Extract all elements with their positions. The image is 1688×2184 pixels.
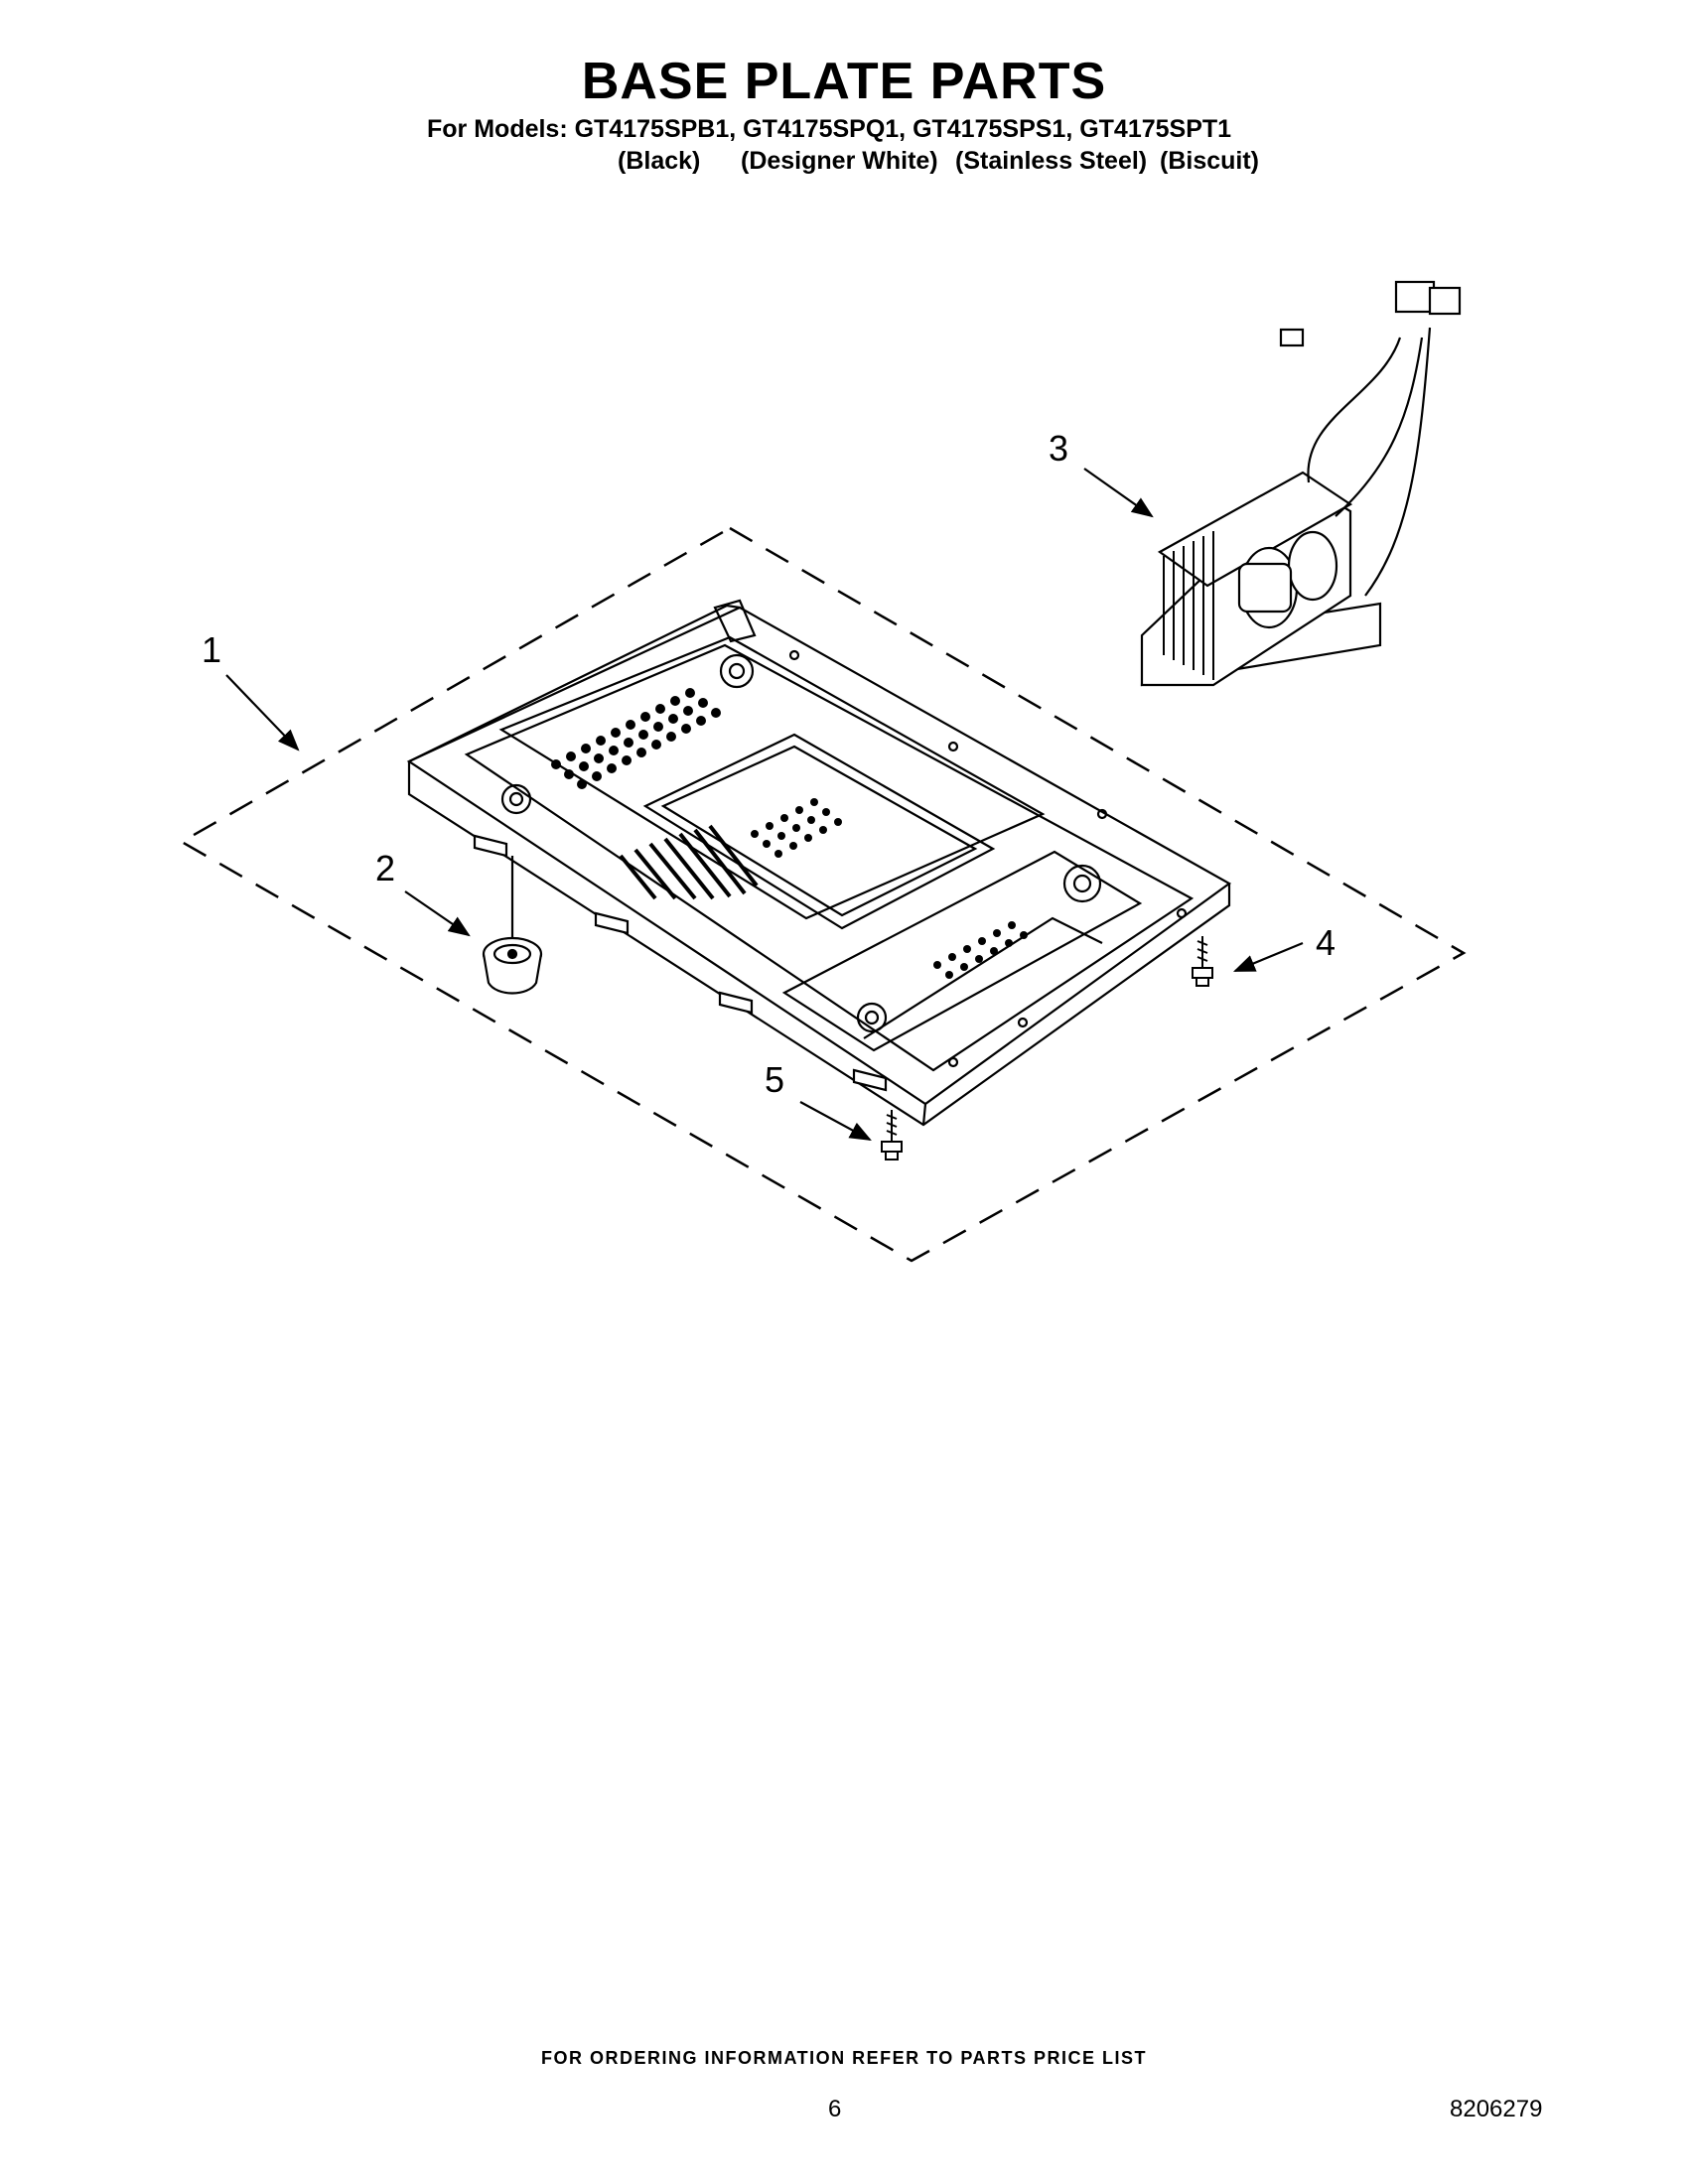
color-designer-white: (Designer White) [741, 147, 938, 175]
transformer-part-3 [1140, 280, 1462, 687]
models-line: For Models: GT4175SPB1, GT4175SPQ1, GT41… [427, 115, 1232, 143]
color-stainless-steel: (Stainless Steel) [955, 147, 1148, 175]
callout-1: 1 [202, 629, 221, 670]
callout-4: 4 [1316, 922, 1336, 963]
screw-part-5 [881, 1110, 903, 1160]
assembly-boundary [179, 526, 1467, 1263]
screw-part-4 [1192, 936, 1213, 987]
page-title: BASE PLATE PARTS [581, 53, 1107, 110]
callout-arrows [225, 468, 1304, 1142]
document-number: 8206279 [1450, 2096, 1543, 2122]
color-biscuit: (Biscuit) [1160, 147, 1259, 175]
page-number: 6 [828, 2096, 842, 2122]
callout-3: 3 [1049, 428, 1068, 469]
callout-5: 5 [765, 1059, 784, 1100]
color-black: (Black) [618, 147, 701, 175]
base-plate-part-1 [406, 599, 1232, 1127]
ordering-note: FOR ORDERING INFORMATION REFER TO PARTS … [540, 2048, 1147, 2068]
callout-2: 2 [375, 848, 395, 888]
foot-part-2 [482, 856, 543, 995]
